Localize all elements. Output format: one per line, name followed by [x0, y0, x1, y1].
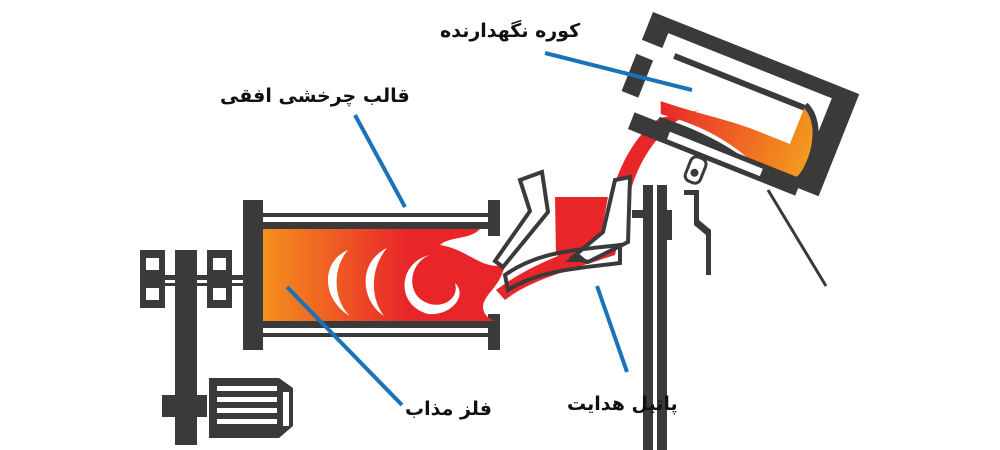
molten-metal-stream: [496, 110, 700, 300]
furnace-tilt-arm: [766, 189, 828, 287]
pulley-stand: [643, 185, 711, 450]
rotating-mold: [243, 200, 505, 350]
leader-lines: [285, 51, 693, 407]
label-holding-furnace: کوره نگهدارنده: [440, 20, 581, 42]
molten-metal-in-mold: [263, 229, 505, 321]
motor: [162, 378, 293, 438]
label-guide-ladle: پاتیل هدایت: [567, 393, 678, 415]
swirl-marks: [327, 248, 460, 316]
label-molten-metal: فلز مذاب: [405, 398, 492, 420]
label-horizontal-rotating-mold: قالب چرخشی افقی: [220, 85, 410, 107]
guide-ladle: [492, 169, 652, 294]
holding-furnace: [621, 12, 860, 197]
